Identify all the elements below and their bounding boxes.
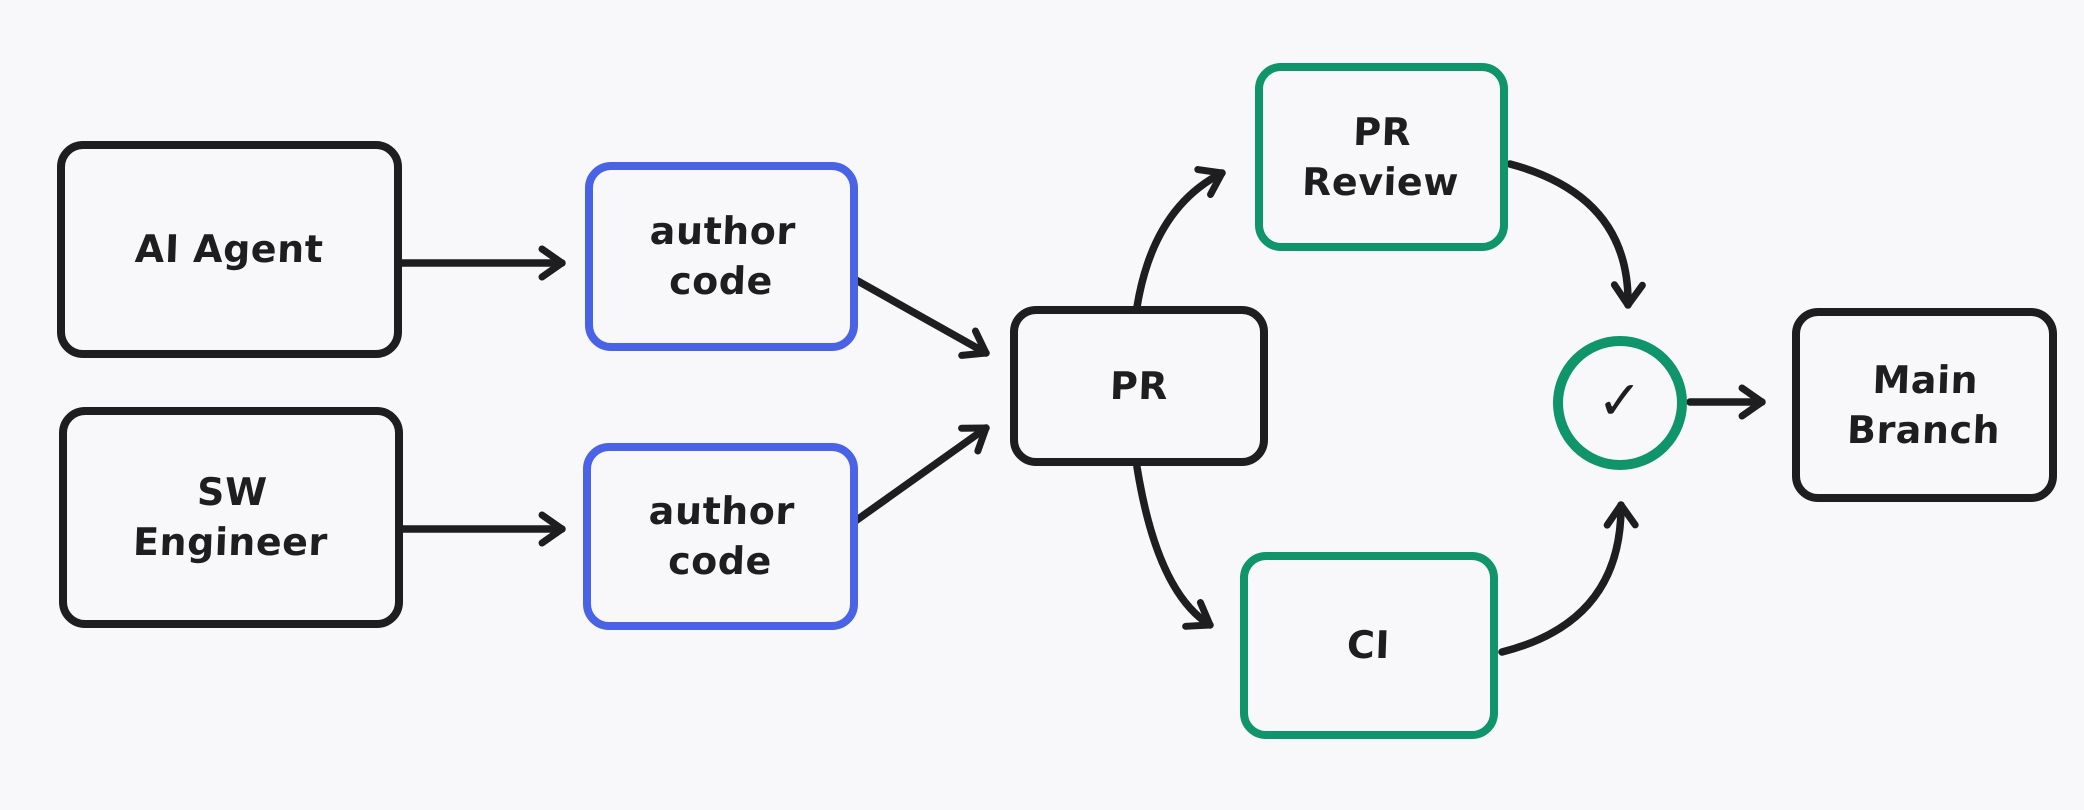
edge-pr-to-pr-review[interactable] xyxy=(1133,166,1226,311)
node-main-branch-label: Main Branch xyxy=(1846,357,2001,452)
edge-pr-review-to-check[interactable] xyxy=(1506,160,1646,309)
edge-author-code-bottom-to-pr[interactable] xyxy=(850,424,990,526)
node-sw-engineer-label: SW Engineer xyxy=(132,470,329,565)
node-sw-engineer[interactable]: SW Engineer xyxy=(59,407,403,628)
node-ci-label: CI xyxy=(1346,623,1392,668)
edge-author-code-top-to-pr[interactable] xyxy=(852,276,990,359)
node-author-code-top-label: author code xyxy=(648,209,797,304)
node-pr-review[interactable]: PR Review xyxy=(1255,63,1508,251)
node-pr[interactable]: PR xyxy=(1010,306,1268,466)
node-author-code-bottom[interactable]: author code xyxy=(583,443,858,630)
node-author-code-top[interactable]: author code xyxy=(585,162,858,351)
node-approval-check[interactable]: ✓ xyxy=(1553,336,1687,470)
check-icon: ✓ xyxy=(1597,369,1643,433)
node-author-code-bottom-label: author code xyxy=(647,489,796,584)
node-ai-agent-label: AI Agent xyxy=(134,227,325,272)
node-ci[interactable]: CI xyxy=(1240,552,1498,739)
node-main-branch[interactable]: Main Branch xyxy=(1792,308,2057,502)
node-pr-label: PR xyxy=(1109,363,1169,408)
node-ai-agent[interactable]: AI Agent xyxy=(57,141,402,358)
node-pr-review-label: PR Review xyxy=(1301,109,1460,204)
edge-pr-to-ci[interactable] xyxy=(1133,463,1214,630)
edge-ci-to-check[interactable] xyxy=(1498,501,1639,656)
